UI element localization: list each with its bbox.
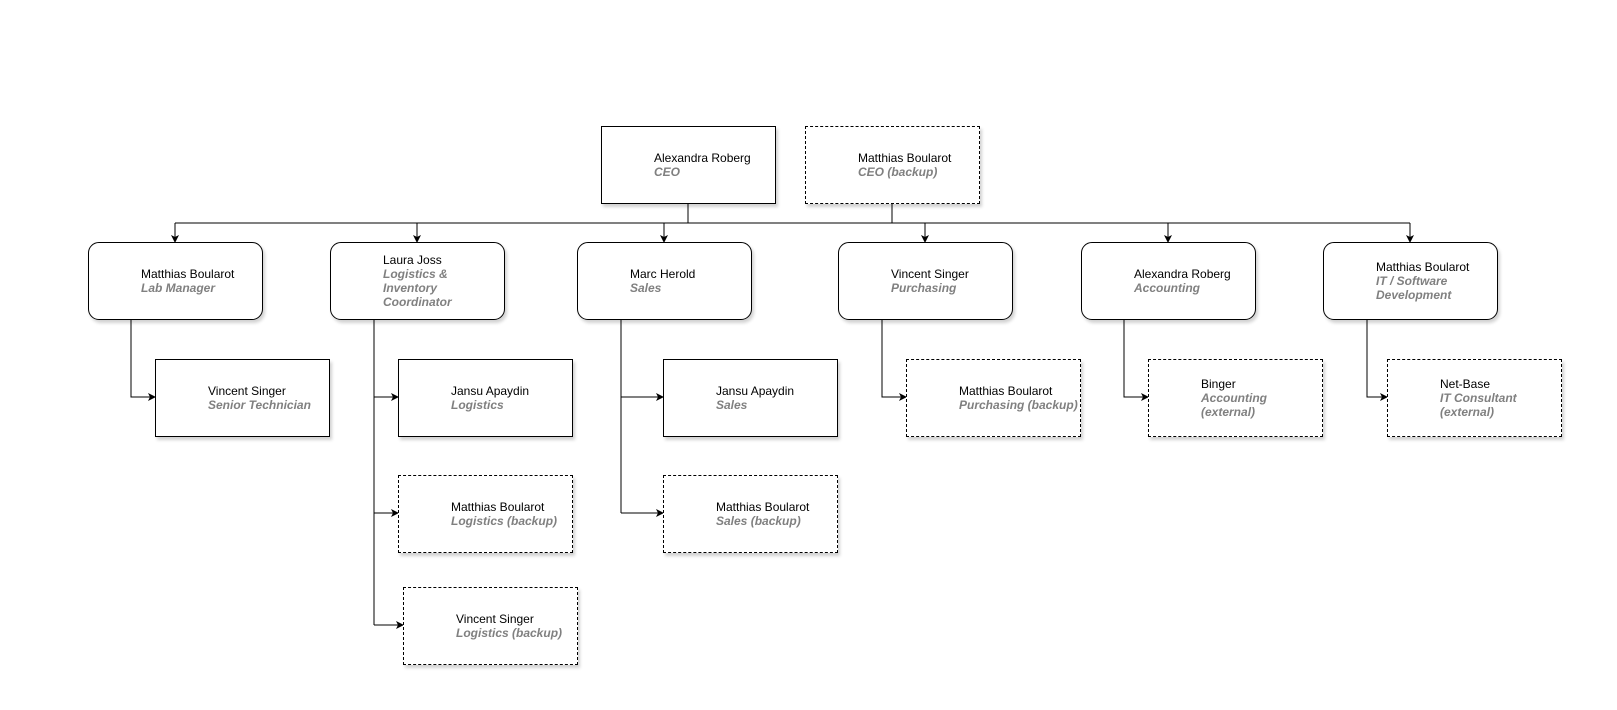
person-role: IT Consultant (external) xyxy=(1440,391,1517,419)
person-role: Purchasing (backup) xyxy=(959,398,1078,412)
person-name: Jansu Apaydin xyxy=(716,384,795,398)
person-name: Alexandra Roberg xyxy=(1134,267,1231,281)
person-name: Matthias Boularot xyxy=(716,500,810,514)
person-role: Sales xyxy=(716,398,748,412)
connector-arrow xyxy=(1366,320,1388,401)
person-name: Matthias Boularot xyxy=(959,384,1053,398)
person-role: Logistics & Inventory Coordinator xyxy=(383,267,452,309)
person-name: Vincent Singer xyxy=(456,612,534,626)
person-role: Accounting xyxy=(1134,281,1200,295)
person-role: Logistics (backup) xyxy=(456,626,563,640)
person-role: Sales (backup) xyxy=(716,514,801,528)
person-name: Alexandra Roberg xyxy=(654,151,751,165)
person-name: Vincent Singer xyxy=(891,267,969,281)
person-role: Purchasing xyxy=(891,281,957,295)
person-role: Logistics xyxy=(451,398,504,412)
person-name: Jansu Apaydin xyxy=(451,384,530,398)
person-name: Marc Herold xyxy=(630,267,696,281)
person-role: Accounting (external) xyxy=(1201,391,1267,419)
connector-arrow xyxy=(1123,320,1149,401)
person-role: Logistics (backup) xyxy=(451,514,558,528)
person-name: Matthias Boularot xyxy=(141,267,235,281)
person-name: Matthias Boularot xyxy=(451,500,545,514)
person-role: CEO (backup) xyxy=(858,165,938,179)
connector-arrow xyxy=(130,320,156,401)
person-name: Laura Joss xyxy=(383,253,442,267)
person-name: Net-Base xyxy=(1440,377,1491,391)
person-role: CEO xyxy=(654,165,681,179)
connector-arrow xyxy=(881,320,907,401)
person-name: Vincent Singer xyxy=(208,384,286,398)
person-role: Sales xyxy=(630,281,662,295)
person-role: IT / Software Development xyxy=(1376,274,1452,302)
person-role: Lab Manager xyxy=(141,281,216,295)
person-name: Matthias Boularot xyxy=(1376,260,1470,274)
person-role: Senior Technician xyxy=(208,398,311,412)
person-name: Matthias Boularot xyxy=(858,151,952,165)
person-name: Binger xyxy=(1201,377,1236,391)
